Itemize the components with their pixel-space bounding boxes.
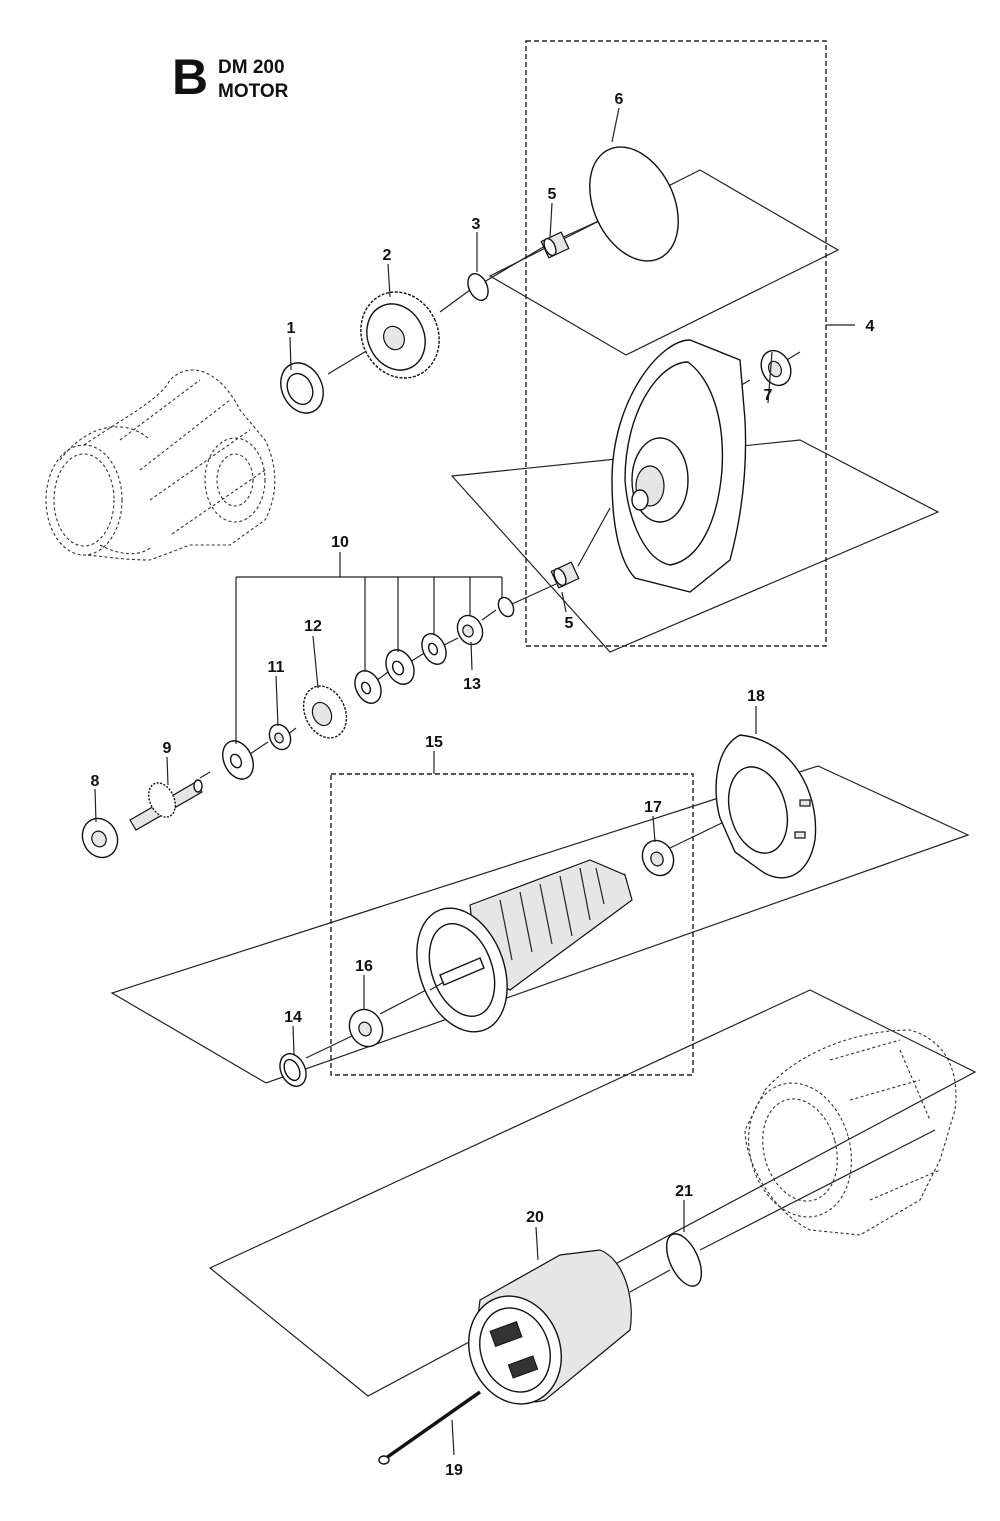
- plane-bottom: [208, 989, 977, 1397]
- callout-6: 6: [615, 91, 624, 108]
- part-1-shaft-seal: [280, 362, 324, 414]
- part-19-screw: [378, 1390, 482, 1465]
- part-3-circlip: [467, 273, 489, 301]
- part-16-ball-bearing: [348, 1008, 384, 1048]
- model-title: DM 200: [218, 57, 285, 78]
- callout-4: 4: [866, 318, 875, 335]
- group-box-4: [525, 40, 827, 647]
- part-12-gear: [302, 685, 348, 739]
- callout-11: 11: [268, 659, 285, 676]
- callout-17: 17: [644, 799, 662, 816]
- callout-1: 1: [287, 320, 296, 337]
- part-9-pinion-shaft: [129, 779, 203, 831]
- callout-9: 9: [163, 740, 172, 757]
- washer-10-a: [497, 596, 515, 618]
- callout-2: 2: [383, 247, 392, 264]
- washer-10-c: [385, 649, 415, 685]
- motor-housing: [744, 1029, 957, 1236]
- part-21-o-ring: [665, 1233, 703, 1287]
- callout-15: 15: [425, 734, 443, 751]
- callout-18: 18: [747, 688, 765, 705]
- callout-20: 20: [526, 1209, 544, 1226]
- plane-lower: [110, 765, 970, 1084]
- callout-10: 10: [331, 534, 349, 551]
- section-letter: B: [172, 49, 209, 105]
- part-2-gear: [360, 291, 440, 379]
- part-7-ball-bearing: [760, 349, 792, 387]
- part-17-ball-bearing: [641, 839, 675, 877]
- leader-lines: [94, 107, 855, 1456]
- part-8-ball-bearing: [81, 817, 119, 859]
- callout-5-upper: 5: [548, 186, 557, 203]
- gearbox-housing: [45, 369, 276, 561]
- washer-10-e: [222, 740, 254, 780]
- callout-12: 12: [304, 618, 322, 635]
- stator-field: [468, 1249, 632, 1405]
- callout-19: 19: [445, 1462, 463, 1479]
- part-5-needle-bearing-lower: [550, 561, 580, 589]
- part-14-ring: [279, 1053, 307, 1087]
- plane-middle: [450, 439, 940, 653]
- washer-10-b: [421, 633, 447, 665]
- section-title: MOTOR: [218, 81, 289, 102]
- part-18-baffle: [715, 734, 817, 879]
- part-6-o-ring: [589, 146, 679, 262]
- callout-8: 8: [91, 773, 100, 790]
- callout-14: 14: [284, 1009, 302, 1026]
- part-5-needle-bearing-upper: [540, 231, 570, 259]
- washer-10-d: [354, 670, 382, 704]
- group-box-15: [330, 773, 694, 1076]
- callout-3: 3: [472, 216, 481, 233]
- armature-rotor: [416, 859, 633, 1033]
- callout-5-lower: 5: [565, 615, 574, 632]
- gear-cover: [611, 339, 747, 593]
- callout-21: 21: [675, 1183, 693, 1200]
- callout-16: 16: [355, 958, 373, 975]
- part-11-bearing: [268, 723, 292, 751]
- callout-7: 7: [764, 387, 773, 404]
- part-13-nut: [456, 614, 484, 646]
- callout-13: 13: [463, 676, 481, 693]
